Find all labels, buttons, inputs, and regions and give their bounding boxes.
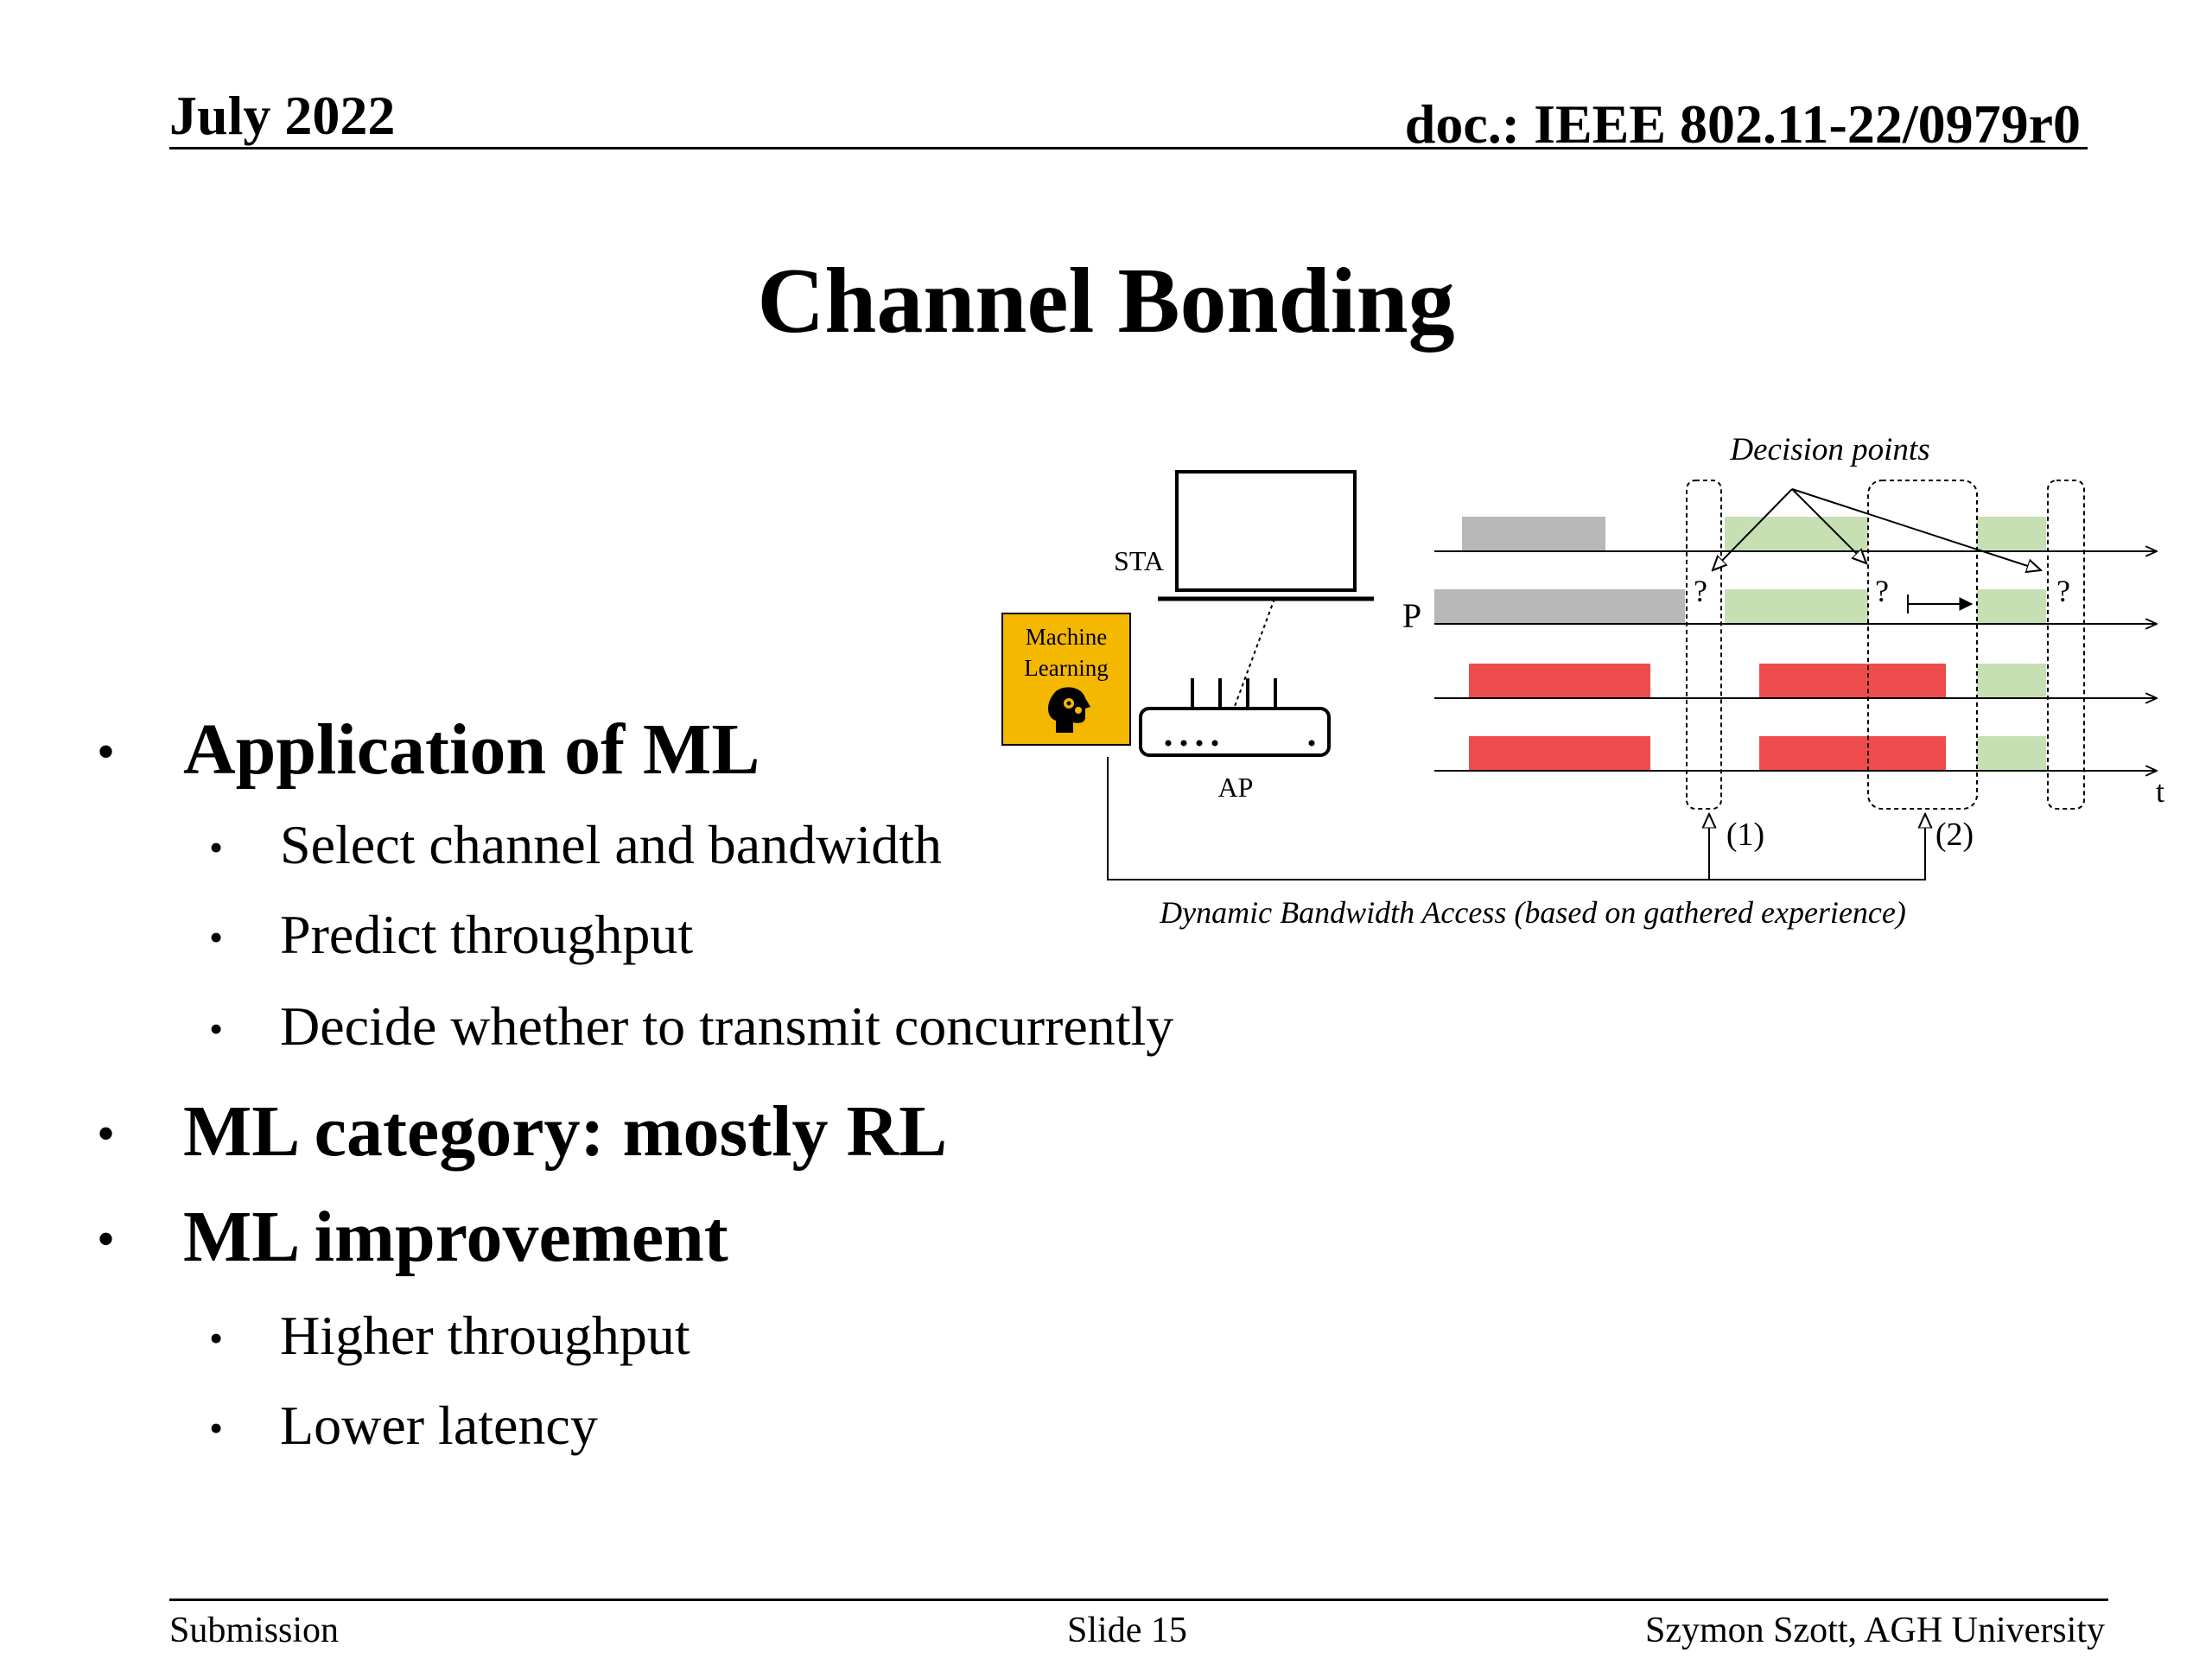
bullet-dot: • — [209, 825, 224, 869]
bullet-dot: • — [97, 1105, 116, 1162]
header-date: July 2022 — [169, 85, 396, 146]
decision-window-3 — [2047, 480, 2085, 810]
question-mark-2: ? — [1875, 574, 1889, 608]
bullet-dot: • — [97, 1211, 116, 1268]
channel-row-primary — [1434, 589, 2157, 624]
decision-point-arrows — [1713, 488, 2041, 570]
question-mark-3: ? — [2056, 574, 2070, 608]
feedback-line-2 — [1107, 757, 1925, 880]
bullet-dot: • — [209, 1007, 224, 1051]
bullet-dot: • — [209, 915, 224, 959]
time-axis-label: t — [2156, 774, 2164, 809]
machine-learning-box: Machine Learning — [1001, 613, 1131, 746]
decision-window-2 — [1867, 480, 1978, 810]
bullet-dot: • — [209, 1406, 224, 1450]
header-rule — [169, 147, 2088, 149]
sub-bullet: Select channel and bandwidth — [280, 814, 942, 875]
primary-channel-label: P — [1402, 596, 1421, 635]
sta-label: STA — [1114, 545, 1164, 576]
footer-slide-number: Slide 15 — [1067, 1611, 1187, 1650]
decision-points-label: Decision points — [1729, 432, 1929, 467]
channel-row-4 — [1434, 736, 2157, 771]
wireless-link — [1233, 598, 1275, 709]
bullet-application-of-ml: Application of ML — [183, 709, 760, 790]
marker-1-label: (1) — [1726, 817, 1764, 853]
sub-bullet: Decide whether to transmit concurrently — [280, 995, 1174, 1057]
channel-row-3 — [1434, 664, 2157, 698]
router-icon — [1139, 678, 1331, 757]
ap-label: AP — [1218, 772, 1254, 803]
ml-label-line1: Machine — [1026, 624, 1107, 650]
bullet-ml-improvement: ML improvement — [183, 1197, 728, 1277]
marker-2-label: (2) — [1936, 817, 1974, 853]
sub-bullet: Higher throughput — [280, 1305, 690, 1366]
slide-title: Channel Bonding — [757, 250, 1455, 353]
bullet-ml-category: ML category: mostly RL — [183, 1091, 948, 1172]
footer-author: Szymon Szott, AGH University — [1645, 1611, 2105, 1650]
sub-bullet: Lower latency — [280, 1395, 598, 1456]
laptop-icon — [1158, 470, 1374, 601]
question-mark-1: ? — [1694, 574, 1707, 608]
sub-bullet: Predict throughput — [280, 904, 694, 965]
footer-submission: Submission — [169, 1611, 340, 1650]
decision-window-1 — [1686, 480, 1722, 810]
figure-caption: Dynamic Bandwidth Access (based on gathe… — [1159, 895, 1906, 930]
bullet-dot: • — [97, 723, 116, 780]
bullet-dot: • — [209, 1316, 224, 1360]
backoff-arrow — [1907, 594, 1974, 613]
brain-gear-head-icon — [1048, 687, 1090, 733]
footer-rule — [169, 1599, 2108, 1601]
ml-label-line2: Learning — [1024, 655, 1108, 681]
header-doc-id: doc.: IEEE 802.11-22/0979r0 — [1404, 93, 2081, 155]
